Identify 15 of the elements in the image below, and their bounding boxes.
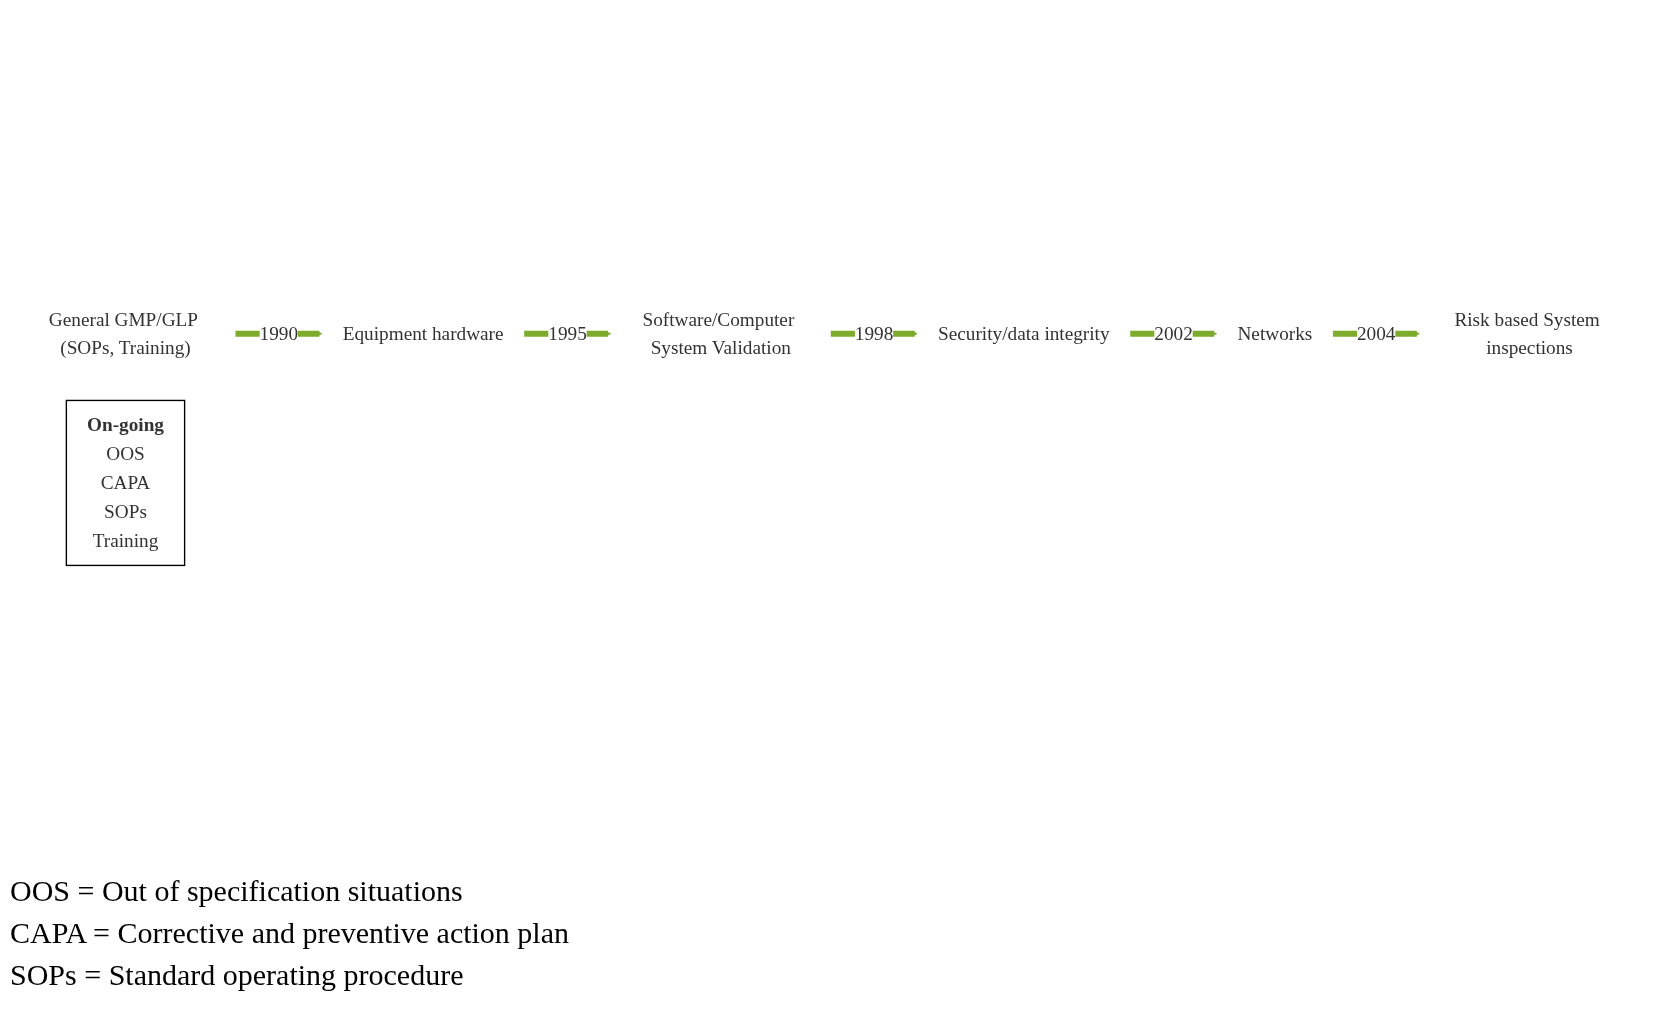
- node-text: Risk based System inspections: [1454, 308, 1600, 359]
- edge-label: 1998: [854, 322, 894, 345]
- abbreviation-note: CAPA = Corrective and preventive action plan: [10, 915, 569, 951]
- abbreviation-note: SOPs = Standard operating procedure: [10, 957, 465, 993]
- node-box: On-going OOS CAPA SOPs Training: [65, 399, 186, 567]
- node-text: Networks: [1237, 322, 1313, 345]
- abbreviation-note: OOS = Out of specification situations: [10, 873, 464, 909]
- edge-label: 1990: [259, 322, 299, 345]
- node-text: Security/data integrity: [938, 322, 1110, 345]
- node-text: Equipment hardware: [342, 322, 504, 345]
- edge-label: 2004: [1356, 322, 1396, 345]
- node-text: General GMP/GLP (SOPs, Training): [48, 308, 198, 359]
- edge-label: 2002: [1154, 322, 1193, 345]
- node-text: Software/Computer System Validation: [642, 308, 795, 359]
- edge-label: 1995: [548, 322, 587, 345]
